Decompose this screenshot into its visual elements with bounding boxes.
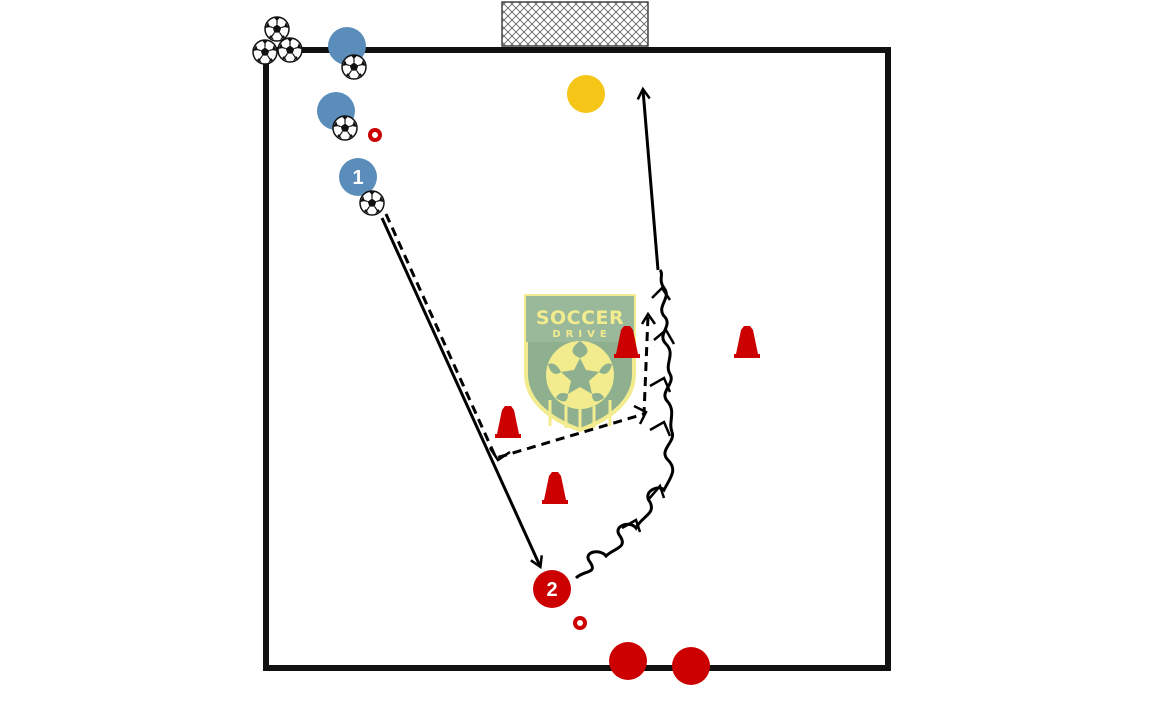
- cone-icon: [495, 406, 521, 438]
- disc-marker-icon: [368, 128, 382, 142]
- soccer-ball-icon: [264, 16, 290, 42]
- red-player: [672, 647, 710, 685]
- shot-arrow: [643, 90, 660, 271]
- soccer-ball-icon: [277, 37, 303, 63]
- blue-player-1: 1: [339, 158, 377, 196]
- dribble-path: [574, 268, 675, 580]
- soccer-ball-icon: [341, 54, 367, 80]
- logo-line2: DRIVE: [552, 329, 611, 340]
- goal-net-icon: [501, 1, 649, 47]
- logo-line1: SOCCER: [536, 307, 624, 329]
- soccer-ball-icon: [332, 115, 358, 141]
- soccer-drive-logo: SOCCER DRIVE: [524, 294, 636, 433]
- pass-arrow: [380, 217, 540, 566]
- cone-icon: [734, 326, 760, 358]
- soccer-ball-icon: [252, 39, 278, 65]
- player-number: 2: [546, 579, 557, 601]
- field-boundary: [263, 47, 891, 671]
- red-player: [609, 642, 647, 680]
- cone-icon: [542, 472, 568, 504]
- red-player-2: 2: [533, 570, 571, 608]
- player-number: 1: [352, 167, 363, 189]
- player-run-dashed: [384, 213, 650, 460]
- disc-marker-icon: [573, 616, 587, 630]
- neutral-player: [567, 75, 605, 113]
- soccer-ball-icon: [359, 190, 385, 216]
